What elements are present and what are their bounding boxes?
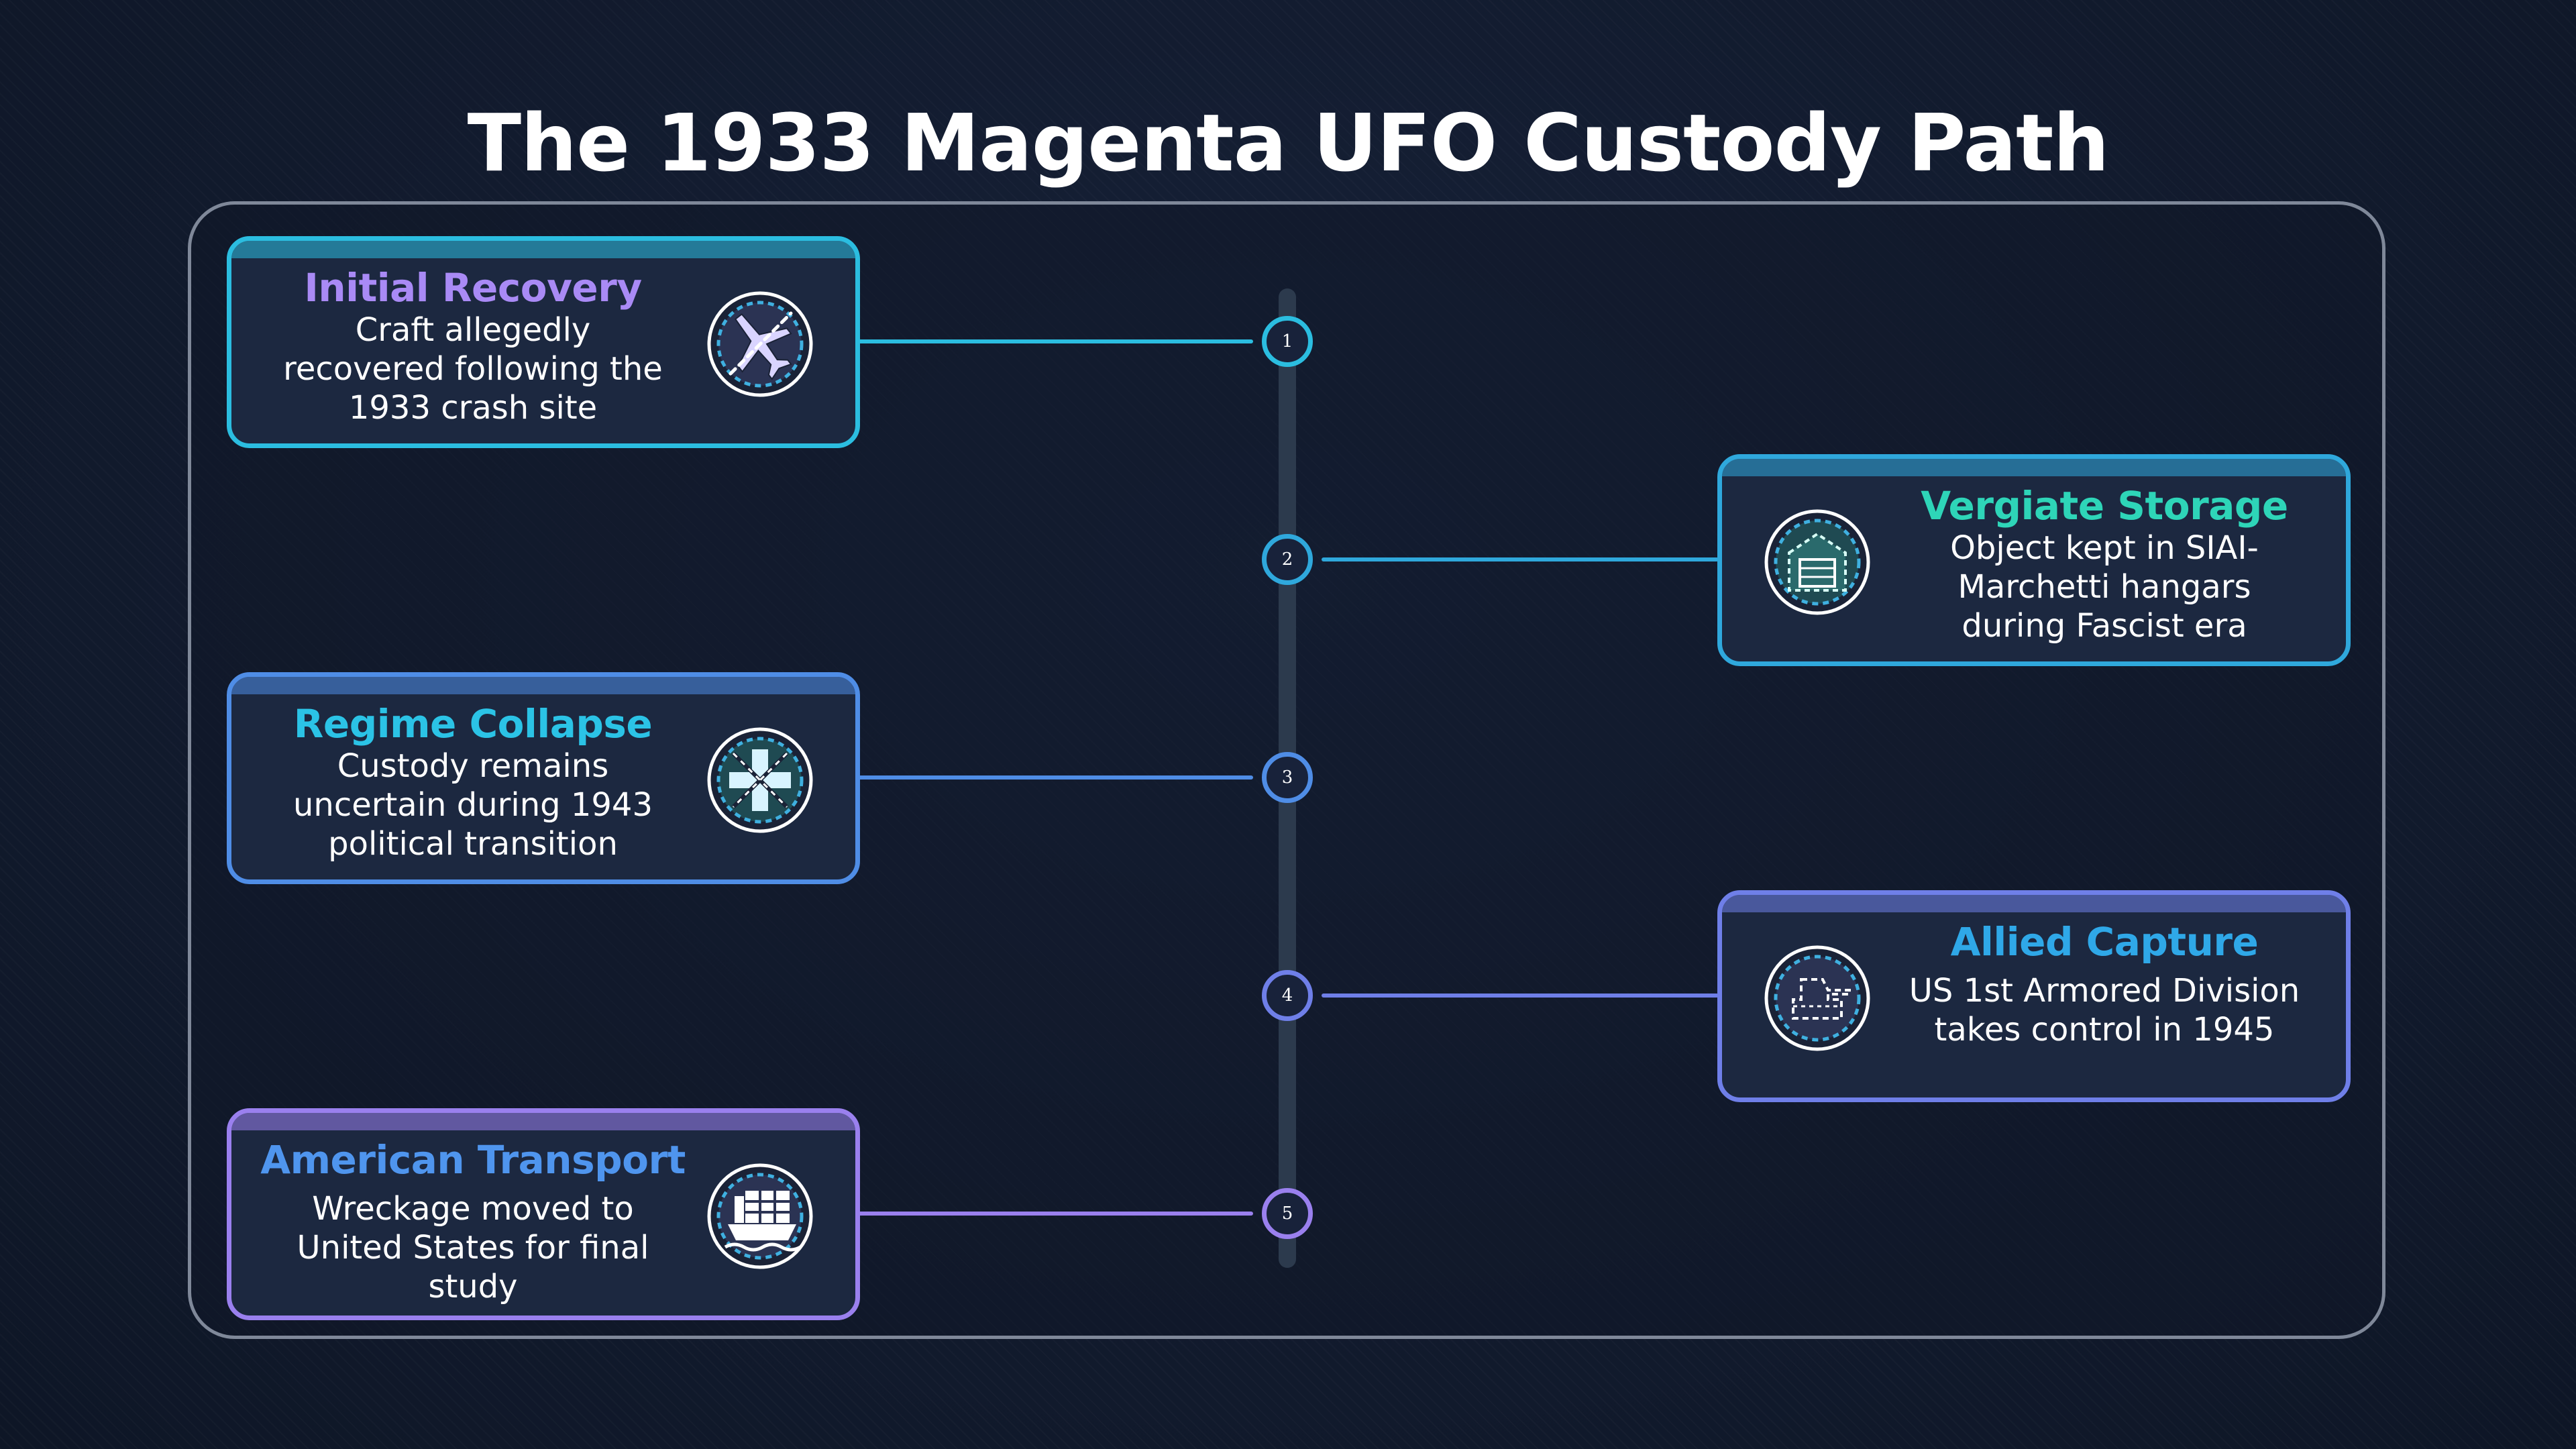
broken-cross-icon bbox=[705, 725, 815, 835]
card-title: American Transport bbox=[260, 1137, 686, 1183]
card-text: Allied Capture US 1st Armored Division t… bbox=[1890, 919, 2319, 1049]
step-card-american-transport: American Transport Wreckage moved to Uni… bbox=[227, 1108, 860, 1320]
card-text: Initial Recovery Craft allegedly recover… bbox=[258, 265, 688, 427]
connector-3 bbox=[857, 775, 1253, 780]
connector-1 bbox=[857, 339, 1253, 343]
card-header-band bbox=[231, 677, 855, 694]
card-description: Wreckage moved to United States for fina… bbox=[297, 1190, 649, 1305]
step-node-4: 4 bbox=[1262, 970, 1313, 1021]
card-text: American Transport Wreckage moved to Uni… bbox=[258, 1137, 688, 1306]
step-card-allied-capture: Allied Capture US 1st Armored Division t… bbox=[1717, 890, 2351, 1102]
page-title: The 1933 Magenta UFO Custody Path bbox=[467, 97, 2110, 189]
card-description: Custody remains uncertain during 1943 po… bbox=[292, 747, 653, 863]
card-description: Object kept in SIAI-Marchetti hangars du… bbox=[1950, 529, 2259, 645]
hangar-icon bbox=[1762, 507, 1872, 617]
cargo-ship-icon bbox=[705, 1161, 815, 1271]
card-title: Vergiate Storage bbox=[1921, 483, 2288, 529]
card-title: Regime Collapse bbox=[293, 701, 653, 747]
card-header-band bbox=[231, 1113, 855, 1130]
step-node-1: 1 bbox=[1262, 316, 1313, 367]
step-card-regime-collapse: Regime Collapse Custody remains uncertai… bbox=[227, 672, 860, 884]
tank-icon bbox=[1762, 943, 1872, 1053]
card-title: Initial Recovery bbox=[304, 265, 642, 311]
card-title: Allied Capture bbox=[1950, 919, 2259, 965]
step-card-vergiate-storage: Vergiate Storage Object kept in SIAI-Mar… bbox=[1717, 454, 2351, 666]
card-description: Craft allegedly recovered following the … bbox=[283, 311, 663, 427]
connector-5 bbox=[857, 1212, 1253, 1216]
crashed-plane-icon bbox=[705, 289, 815, 399]
card-description: US 1st Armored Division takes control in… bbox=[1909, 972, 2300, 1049]
connector-2 bbox=[1322, 557, 1719, 561]
card-text: Vergiate Storage Object kept in SIAI-Mar… bbox=[1890, 483, 2319, 645]
card-header-band bbox=[1722, 459, 2346, 476]
card-header-band bbox=[231, 241, 855, 258]
step-card-initial-recovery: Initial Recovery Craft allegedly recover… bbox=[227, 236, 860, 448]
step-node-2: 2 bbox=[1262, 534, 1313, 585]
card-text: Regime Collapse Custody remains uncertai… bbox=[258, 701, 688, 863]
step-node-5: 5 bbox=[1262, 1188, 1313, 1239]
step-node-3: 3 bbox=[1262, 752, 1313, 803]
connector-4 bbox=[1322, 994, 1719, 998]
card-header-band bbox=[1722, 895, 2346, 912]
